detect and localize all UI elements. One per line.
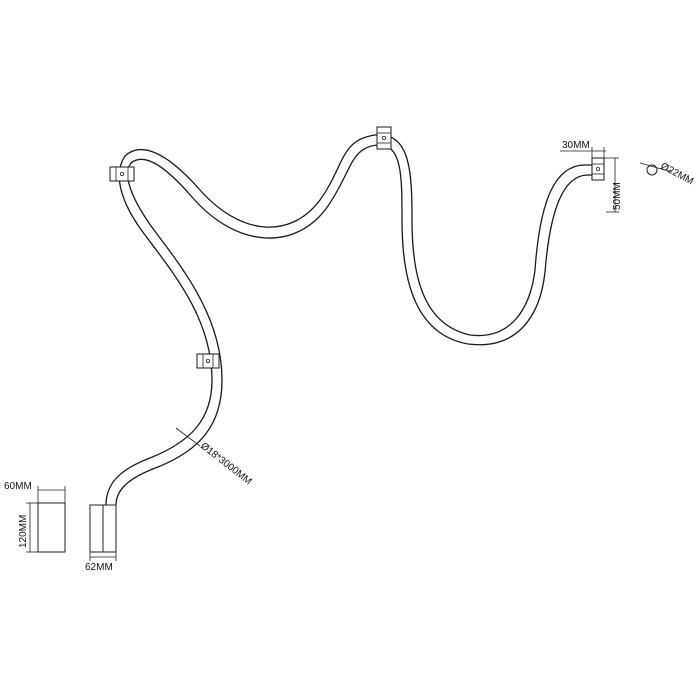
dim-end-diameter: Ø22MM [639, 161, 696, 187]
dim-base-depth-label: 62MM [85, 562, 113, 573]
dim-base-width: 60MM [4, 481, 66, 503]
tube-clip-top-middle [376, 126, 392, 150]
diameter-symbol-icon [646, 164, 658, 176]
dim-end-width: 30MM [560, 140, 606, 158]
dim-base-depth: 62MM [85, 552, 117, 573]
wall-base-front [89, 504, 117, 553]
dim-base-height: 120MM [18, 502, 38, 553]
dim-tube-label: Ø18*3000MM [198, 441, 253, 488]
flexible-tube [105, 134, 598, 506]
tube-clip-middle [196, 353, 220, 369]
dim-end-width-label: 30MM [562, 140, 590, 151]
dim-base-width-label: 60MM [4, 481, 32, 492]
end-cap [591, 157, 605, 181]
dim-end-diameter-label: Ø22MM [659, 161, 696, 187]
dim-end-height: 50MM [604, 157, 623, 213]
dim-base-height-label: 120MM [18, 515, 29, 548]
dim-end-height-label: 50MM [612, 182, 623, 210]
tube-clip-top-left [109, 166, 135, 182]
wall-base-side [37, 502, 66, 553]
dim-tube: Ø18*3000MM [175, 427, 254, 488]
